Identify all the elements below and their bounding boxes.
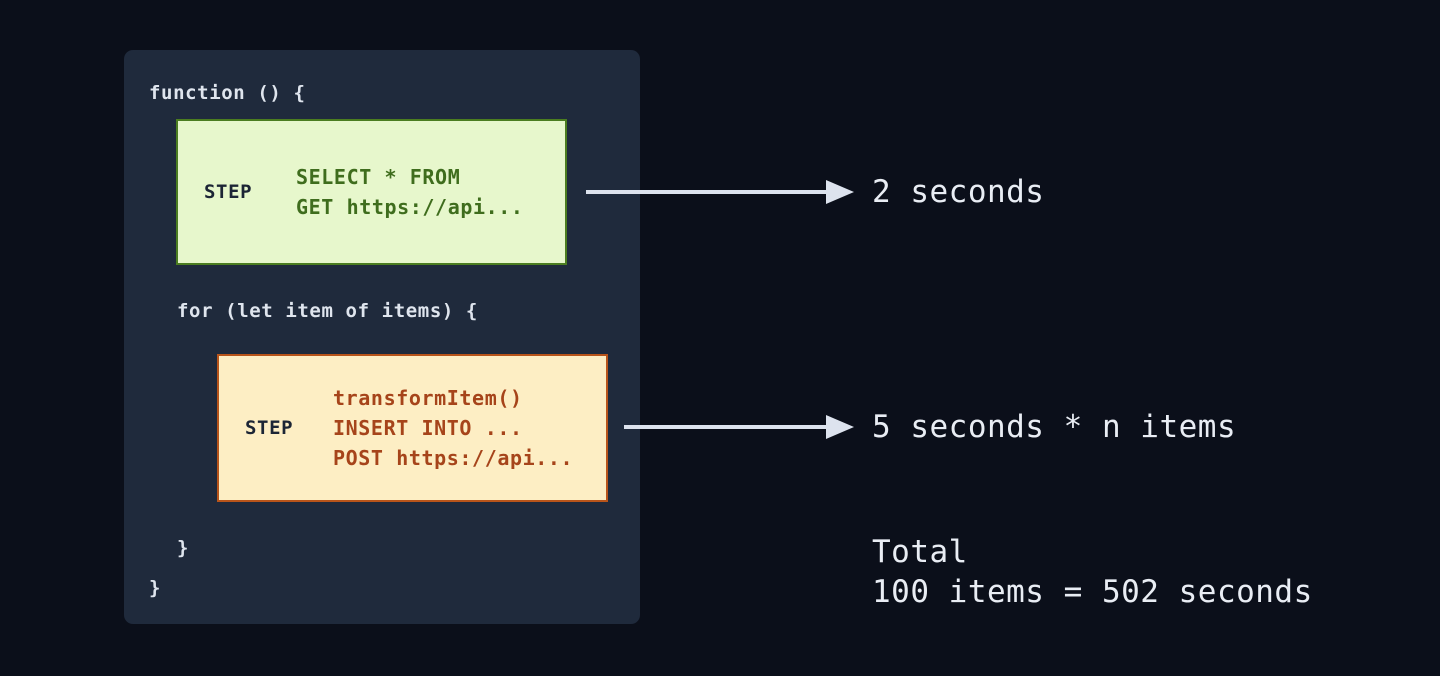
step-box-green[interactable]: STEP SELECT * FROM GET https://api... xyxy=(176,119,567,265)
code-line-for-open: for (let item of items) { xyxy=(177,300,478,322)
code-line-function-open: function () { xyxy=(149,82,306,104)
step-box-orange[interactable]: STEP transformItem() INSERT INTO ... POS… xyxy=(217,354,608,502)
code-line-function-close: } xyxy=(149,577,162,599)
annotation-total: Total 100 items = 502 seconds xyxy=(872,534,1313,610)
step-body: transformItem() INSERT INTO ... POST htt… xyxy=(333,386,574,470)
step-label: STEP xyxy=(204,181,253,203)
annotation-step2-duration: 5 seconds * n items xyxy=(872,409,1237,445)
arrow-right-icon xyxy=(624,415,854,439)
arrow-right-icon xyxy=(586,180,854,204)
annotation-step1-duration: 2 seconds xyxy=(872,174,1045,210)
code-panel: function () { STEP SELECT * FROM GET htt… xyxy=(124,50,640,624)
code-line-for-close: } xyxy=(177,537,190,559)
step-body: SELECT * FROM GET https://api... xyxy=(296,165,524,219)
step-label: STEP xyxy=(245,417,294,439)
